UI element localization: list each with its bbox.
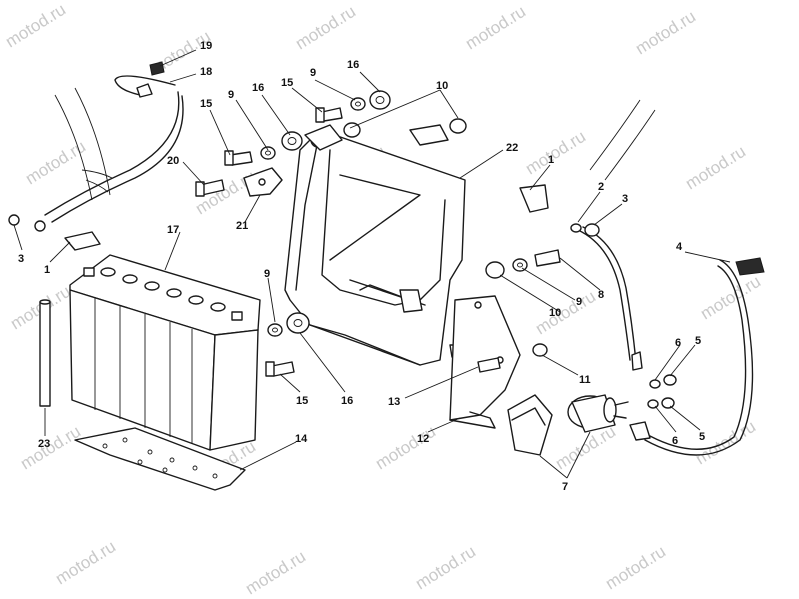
callout-3: 3	[18, 253, 24, 265]
callout-15: 15	[296, 395, 308, 407]
watermark-text: motod.ru	[22, 137, 89, 189]
positive-cable	[577, 226, 765, 456]
watermark-text: motod.ru	[292, 2, 359, 54]
callout-5: 5	[699, 431, 705, 443]
frame-tubes	[54, 87, 656, 201]
callout-labels: 19 18 16 9 15 10 15 9 16 22 20 21 1 2 3 …	[18, 40, 705, 493]
callout-16: 16	[341, 395, 353, 407]
starter-relay	[507, 394, 629, 456]
callout-17: 17	[167, 224, 179, 236]
watermark-text: motod.ru	[242, 547, 309, 599]
callout-9: 9	[576, 296, 582, 308]
battery	[69, 254, 261, 451]
callout-11: 11	[579, 374, 591, 386]
callout-3: 3	[622, 193, 628, 205]
battery-holder-bracket	[284, 124, 466, 366]
callout-2: 2	[598, 181, 604, 193]
watermark-text: motod.ru	[522, 127, 589, 179]
callout-6: 6	[675, 337, 681, 349]
callout-15: 15	[200, 98, 212, 110]
watermark-text: motod.ru	[372, 422, 439, 474]
watermark-text: motod.ru	[412, 542, 479, 594]
callout-9: 9	[228, 89, 234, 101]
callout-22: 22	[506, 142, 518, 154]
watermark-text: motod.ru	[602, 542, 669, 594]
callout-1: 1	[44, 264, 50, 276]
battery-terminal-negative	[83, 267, 95, 277]
battery-terminal-positive	[231, 311, 243, 321]
leader-lines	[13, 49, 731, 479]
callout-12: 12	[417, 433, 429, 445]
callout-8: 8	[598, 289, 604, 301]
battery-rod	[39, 299, 51, 407]
battery-cell-caps	[100, 267, 226, 312]
watermark-text: motod.ru	[52, 537, 119, 589]
callout-20: 20	[167, 155, 179, 167]
callout-13: 13	[388, 396, 400, 408]
callout-10: 10	[436, 80, 448, 92]
callout-10: 10	[549, 307, 561, 319]
callout-9: 9	[310, 67, 316, 79]
watermark-text: motod.ru	[682, 142, 749, 194]
callout-7: 7	[562, 481, 568, 493]
negative-cable	[44, 61, 184, 223]
callout-21: 21	[236, 220, 248, 232]
callout-4: 4	[676, 241, 683, 253]
fasteners	[8, 90, 677, 409]
callout-18: 18	[200, 66, 212, 78]
callout-19: 19	[200, 40, 212, 52]
watermark-text: motod.ru	[462, 2, 529, 54]
callout-23: 23	[38, 438, 50, 450]
watermark-text: motod.ru	[632, 7, 699, 59]
callout-9: 9	[264, 268, 270, 280]
watermark-text: motod.ru	[2, 0, 69, 51]
relay-bracket	[449, 295, 521, 429]
battery-rubber-pad	[74, 427, 246, 491]
callout-1: 1	[548, 154, 554, 166]
callout-5: 5	[695, 335, 701, 347]
callout-16: 16	[252, 82, 264, 94]
watermark-text: motod.ru	[17, 422, 84, 474]
callout-16: 16	[347, 59, 359, 71]
callout-6: 6	[672, 435, 678, 447]
callout-15: 15	[281, 77, 293, 89]
callout-14: 14	[295, 433, 308, 445]
